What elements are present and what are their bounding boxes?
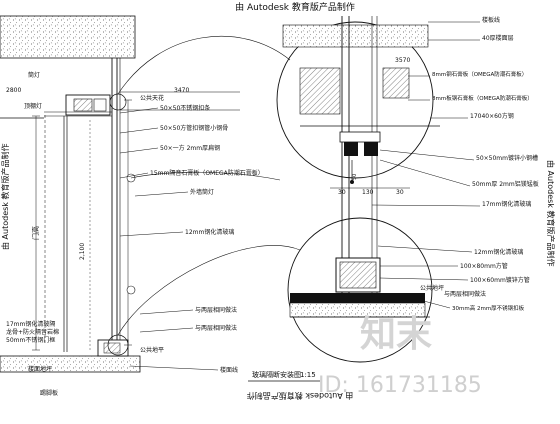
ceiling-plate-label: 顶棚灯 xyxy=(24,102,42,110)
callout-6: 12mm钢化清玻璃 xyxy=(185,228,234,236)
rt-callout-6: 50×50mm镀锌小钢槽 xyxy=(476,154,538,162)
side-watermark: 由 Autodesk 教育版产品制作 xyxy=(0,144,10,250)
rt-callout-4: 8mm板钢石膏板（OMEGA防潮石膏板） xyxy=(432,94,533,102)
dim-30: 30 xyxy=(338,189,346,196)
dim-2800: 2800 xyxy=(6,87,21,94)
left-elevation: 筒灯 顶棚灯 公共天花 楼面地坪 踢脚板 17mm钢化清玻隔 龙骨+防火隔音岩棉… xyxy=(0,15,240,397)
callout-4: 15mm隔音石膏板（OMEGA防潮石膏板） xyxy=(150,169,264,177)
rb-callout-5: 与两层相同做法 xyxy=(444,290,486,298)
callout-9: 公共地平 xyxy=(140,346,164,354)
rt-callout-1: 楼板线 xyxy=(482,16,500,24)
dim-3570: 3570 xyxy=(395,57,410,64)
top-detail: 30 130 30 3570 50 xyxy=(276,16,440,200)
rb-callout-4: 公共地坪 xyxy=(420,284,444,292)
callout-3: 50×一方 2mm厚扁钢 xyxy=(160,144,220,152)
center-callouts: 50×50不锈钢扣条 50×50方管扣钢管小钢骨 50×一方 2mm厚扁钢 15… xyxy=(119,104,264,374)
door-height-label: 门高 xyxy=(31,226,40,240)
left-bottom-label-1: 楼面地坪 xyxy=(28,365,52,373)
rt-callout-5: 17040×60方钢 xyxy=(470,112,514,120)
dim-30b: 30 xyxy=(396,189,404,196)
rt-callout-7: 50mm厚 2mm铝镁锰板 xyxy=(472,180,539,188)
drawing-title: 玻璃隔断安装图 1:15 xyxy=(248,370,320,382)
floor-slab xyxy=(0,355,141,373)
scale-text: 1:15 xyxy=(300,371,316,379)
rb-callout-3: 100×60mm镀锌方管 xyxy=(470,276,530,284)
rt-callout-3: 8mm钢石膏板（OMEGA防潮石膏板） xyxy=(432,70,527,78)
footer-watermark: 由 Autodesk 教育版产品制作 xyxy=(247,391,353,401)
left-bottom-label-2: 踢脚板 xyxy=(40,389,58,397)
rt-callout-8: 17mm钢化清玻璃 xyxy=(482,200,531,208)
right-top-callouts: 楼板线 40厚楼面层 8mm钢石膏板（OMEGA防潮石膏板） 8mm板钢石膏板（… xyxy=(371,16,539,208)
callout-8: 与两层相同做法 xyxy=(195,324,237,332)
dim-2100: 2,100 xyxy=(79,243,86,260)
rt-callout-2: 40厚楼面层 xyxy=(482,34,514,42)
callout-5: 外墙筒灯 xyxy=(190,188,214,196)
callout-7: 与两层相同做法 xyxy=(195,306,237,314)
callout-1: 50×50不锈钢扣条 xyxy=(160,104,210,112)
corridor-label: 公共天花 xyxy=(140,94,164,102)
site-watermark: 知末 ID: 161731185 xyxy=(318,314,482,398)
left-note-2: 龙骨+防火隔音岩棉 xyxy=(6,328,59,336)
ceiling-light-label: 筒灯 xyxy=(28,71,40,79)
watermark-id: ID: 161731185 xyxy=(318,373,482,398)
header-watermark: 由 Autodesk 教育版产品制作 xyxy=(235,1,355,13)
rb-callout-1: 12mm钢化清玻璃 xyxy=(474,248,523,256)
right-bottom-callouts: 12mm钢化清玻璃 100×80mm方管 100×60mm镀锌方管 公共地坪 与… xyxy=(377,245,530,312)
rb-callout-2: 100×80mm方管 xyxy=(460,262,508,270)
title-text: 玻璃隔断安装图 xyxy=(252,370,301,379)
dim-50: 50 xyxy=(352,174,358,180)
side-watermark-right: 由 Autodesk 教育版产品制作 xyxy=(546,160,556,266)
bottom-detail xyxy=(287,200,433,363)
left-note-3: 50mm不锈钢门框 xyxy=(6,336,55,344)
watermark-logo: 知末 xyxy=(360,314,432,355)
dim-3470: 3470 xyxy=(174,87,189,94)
callout-10: 楼面线 xyxy=(220,366,238,374)
callout-2: 50×50方管扣钢管小钢骨 xyxy=(160,124,228,132)
left-note-1: 17mm钢化清玻隔 xyxy=(6,320,55,328)
leader-curves xyxy=(117,35,301,336)
dim-130: 130 xyxy=(362,189,374,196)
ceiling-slab xyxy=(0,15,136,59)
rb-callout-6: 30mm高 2mm厚不锈钢扣板 xyxy=(452,304,525,312)
